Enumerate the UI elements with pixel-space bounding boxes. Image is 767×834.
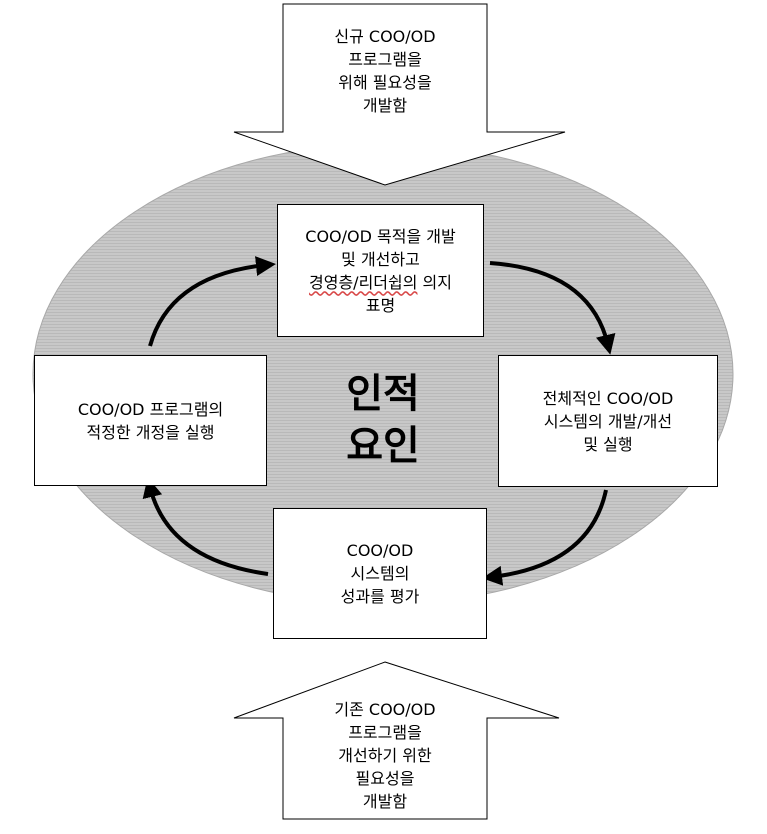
bottom-input-text: 기존 COO/OD 프로그램을 개선하기 위한 필요성을 개발함 (334, 699, 436, 811)
step-box-system-implementation: 전체적인 COO/OD 시스템의 개발/개선 및 실행 (498, 355, 718, 487)
step-top-text-2: 의지 표명 (365, 272, 452, 315)
step-box-program-revision: COO/OD 프로그램의 적정한 개정을 실행 (34, 355, 267, 486)
top-input-text: 신규 COO/OD 프로그램을 위해 필요성을 개발함 (334, 27, 436, 115)
flow-arrow-right-to-bottom (482, 489, 608, 586)
bottom-input-arrow (233, 661, 560, 820)
step-top-text-wavy: 경영층/리더쉽의 (309, 272, 418, 292)
step-box-develop-objectives: COO/OD 목적을 개발 및 개선하고 경영층/리더쉽의 의지 표명 (277, 204, 484, 337)
center-human-factor-label: 인적 요인 (346, 371, 420, 469)
top-input-arrow (233, 3, 566, 186)
flow-arrow-top-to-right (489, 261, 616, 355)
flow-arrow-left-to-top (148, 256, 276, 347)
step-top-text-1: COO/OD 목적을 개발 및 개선하고 (305, 226, 456, 269)
step-box-evaluate-performance: COO/OD 시스템의 성과를 평가 (273, 508, 487, 639)
flow-arrow-bottom-to-left (142, 477, 269, 576)
